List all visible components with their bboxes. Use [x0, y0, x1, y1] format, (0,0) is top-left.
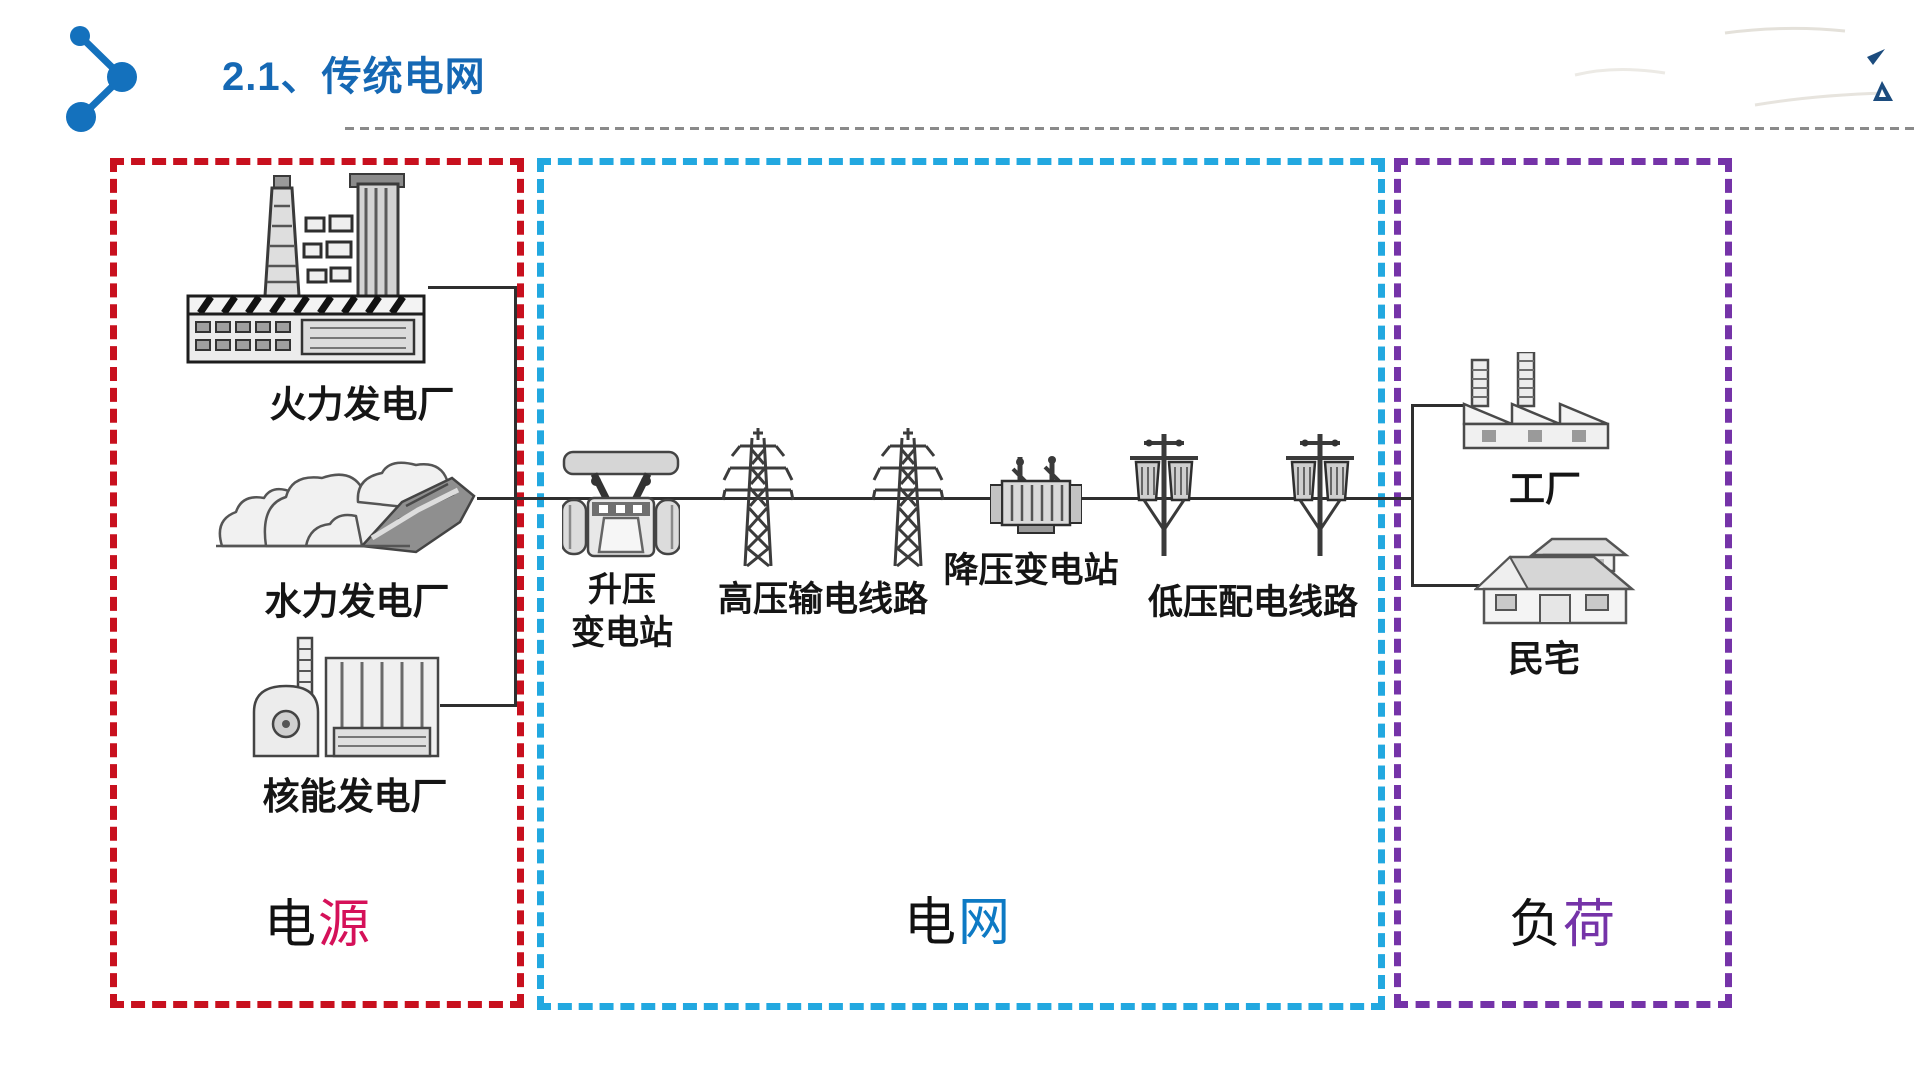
grid-group-box — [537, 158, 1385, 1010]
distribution-pole-icon — [1130, 434, 1198, 556]
corner-watermark — [1574, 26, 1893, 107]
molecule-logo-icon — [66, 26, 137, 132]
lv-line-label: 低压配电线路 — [1147, 583, 1359, 622]
load-group-box — [1394, 158, 1732, 1008]
grid-caption: 电网 — [904, 880, 1012, 955]
thermal-connector-line — [428, 286, 517, 289]
header-separator-line — [345, 127, 1919, 130]
hydro-plant-icon — [216, 461, 476, 554]
hv-line-label: 高压输电线路 — [717, 580, 929, 619]
source-caption-prefix: 电 — [263, 896, 318, 954]
stepup-substation-icon — [562, 450, 680, 558]
grid-caption-accent: 网 — [958, 894, 1013, 952]
factory-label: 工厂 — [1508, 468, 1582, 509]
load-caption-accent: 荷 — [1563, 896, 1618, 954]
grid-caption-prefix: 电 — [903, 894, 958, 952]
house-connector-line — [1411, 584, 1479, 587]
stepdown-substation-icon — [990, 456, 1082, 534]
house-label: 民宅 — [1507, 638, 1581, 679]
nuclear-connector-line — [440, 704, 517, 707]
transmission-tower-icon — [722, 428, 794, 568]
nuclear-plant-icon — [252, 636, 440, 758]
factory-icon — [1462, 352, 1610, 450]
load-caption-prefix: 负 — [1508, 896, 1563, 954]
stepup-substation-label-line2: 变电站 — [571, 613, 673, 652]
load-caption: 负荷 — [1509, 882, 1617, 957]
main-transmission-line — [477, 497, 1414, 500]
watermark-swoosh-icon — [1867, 49, 1885, 65]
source-bus-line — [514, 286, 517, 707]
stepdown-substation-label: 降压变电站 — [943, 551, 1119, 590]
house-icon — [1474, 537, 1636, 625]
transmission-tower-icon — [872, 428, 944, 568]
source-caption-accent: 源 — [318, 896, 373, 954]
source-group-box — [110, 158, 524, 1008]
stepup-substation-label-line1: 升压 — [588, 571, 656, 609]
nuclear-plant-label: 核能发电厂 — [262, 776, 448, 817]
factory-connector-line — [1411, 404, 1464, 407]
source-caption: 电源 — [264, 882, 372, 957]
slide-title: 2.1、传统电网 — [222, 55, 486, 99]
hydro-plant-label: 水力发电厂 — [264, 581, 450, 622]
distribution-pole-icon — [1286, 434, 1354, 556]
load-branch-line — [1411, 404, 1414, 587]
thermal-plant-icon — [186, 173, 426, 364]
stepup-substation-label: 升压 变电站 — [571, 569, 673, 655]
thermal-plant-label: 火力发电厂 — [269, 384, 455, 425]
